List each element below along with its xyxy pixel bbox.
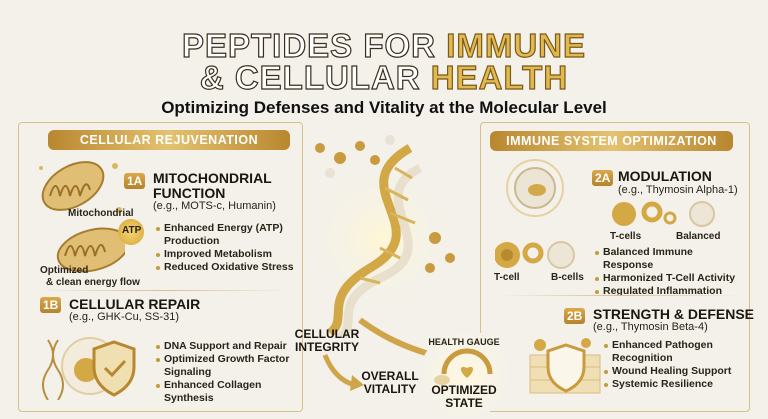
section-1a-title: MITOCHONDRIAL: [153, 170, 272, 186]
section-1b-examples: (e.g., GHK-Cu, SS-31): [69, 311, 180, 323]
badge-1a: 1A: [124, 173, 146, 189]
badge-1b: 1B: [40, 297, 62, 313]
label-line: VITALITY: [363, 382, 417, 396]
subtitle: Optimizing Defenses and Vitality at the …: [161, 98, 607, 117]
section-1a-bullets: Enhanced Energy (ATP) Production Improve…: [155, 222, 295, 274]
divider: [40, 290, 290, 291]
balanced-label: Balanced: [676, 231, 721, 242]
title-text: & CELLULAR: [199, 59, 431, 96]
section-1a-title-2: FUNCTION: [153, 185, 226, 201]
section-2a-title: MODULATION: [618, 168, 712, 184]
right-panel-frame: [480, 122, 750, 412]
bullet-item: DNA Support and Repair: [155, 340, 305, 353]
tcells-label: T-cells: [610, 231, 642, 242]
energy-flow-label: & clean energy flow: [46, 277, 140, 288]
bullet-item: Wound Healing Support: [603, 365, 743, 378]
tissue-shield-illustration: [529, 338, 601, 394]
section-2b-title: STRENGTH & DEFENSE: [593, 306, 755, 322]
gauge-icons: [434, 348, 493, 385]
label-line: STATE: [445, 396, 483, 410]
bullet-item: Enhanced Pathogen Recognition: [603, 339, 743, 365]
bullet-item: Enhanced Collagen Synthesis: [155, 379, 305, 405]
left-panel-frame: [18, 122, 303, 412]
divider: [500, 295, 740, 296]
title-text: PEPTIDES FOR: [181, 27, 447, 64]
title-line-2: & CELLULAR HEALTH: [0, 59, 768, 96]
bullet-item: Optimized Growth Factor Signaling: [155, 353, 305, 379]
label-line: OVERALL: [361, 369, 419, 383]
section-1a-examples: (e.g., MOTS-c, Humanin): [153, 200, 276, 212]
title-line-1: PEPTIDES FOR IMMUNE: [0, 27, 768, 64]
cell-shield-illustration: [42, 337, 136, 400]
immune-cells-illustration: [495, 159, 575, 269]
bullet-item: Reduced Oxidative Stress: [155, 261, 295, 274]
bullet-item: Harmonized T-Cell Activity: [594, 272, 744, 285]
title-highlight: IMMUNE: [446, 27, 587, 64]
badge-2b: 2B: [564, 308, 586, 324]
mitochondria-illustration: [39, 161, 125, 273]
optimized-label: Optimized: [40, 265, 89, 276]
section-1b-title: CELLULAR REPAIR: [69, 296, 201, 312]
bullet-item: Balanced Immune Response: [594, 246, 744, 272]
bullet-item: Systemic Resilience: [603, 378, 743, 391]
bullet-item: Improved Metabolism: [155, 248, 295, 261]
section-2b-examples: (e.g., Thymosin Beta-4): [593, 321, 708, 333]
tcell-label: T-cell: [494, 272, 520, 283]
badge-2a: 2A: [592, 170, 614, 186]
health-gauge-title: HEALTH GAUGE: [428, 337, 500, 347]
label-line: OPTIMIZED: [431, 383, 497, 397]
banner-immune-system-optimization: IMMUNE SYSTEM OPTIMIZATION: [490, 131, 733, 151]
mitochondrial-label: Mitochondrial: [68, 208, 134, 219]
tcell-balance-illustration: [612, 201, 715, 227]
bcells-label: B-cells: [551, 272, 584, 283]
section-1b-bullets: DNA Support and Repair Optimized Growth …: [155, 340, 305, 405]
banner-cellular-rejuvenation: CELLULAR REJUVENATION: [48, 130, 290, 150]
bullet-item: Enhanced Energy (ATP) Production: [155, 222, 295, 248]
atp-icon: [118, 219, 144, 245]
bullet-item: Regulated Inflammation: [594, 285, 744, 298]
section-2b-bullets: Enhanced Pathogen Recognition Wound Heal…: [603, 339, 743, 391]
label-line: INTEGRITY: [294, 340, 359, 354]
atp-label: ATP: [122, 225, 142, 236]
section-2a-bullets: Balanced Immune Response Harmonized T-Ce…: [594, 246, 744, 298]
section-2a-examples: (e.g., Thymosin Alpha-1): [618, 184, 738, 196]
label-line: CELLULAR: [294, 327, 360, 341]
dna-helix-illustration: [300, 135, 460, 338]
title-highlight: HEALTH: [430, 59, 569, 96]
